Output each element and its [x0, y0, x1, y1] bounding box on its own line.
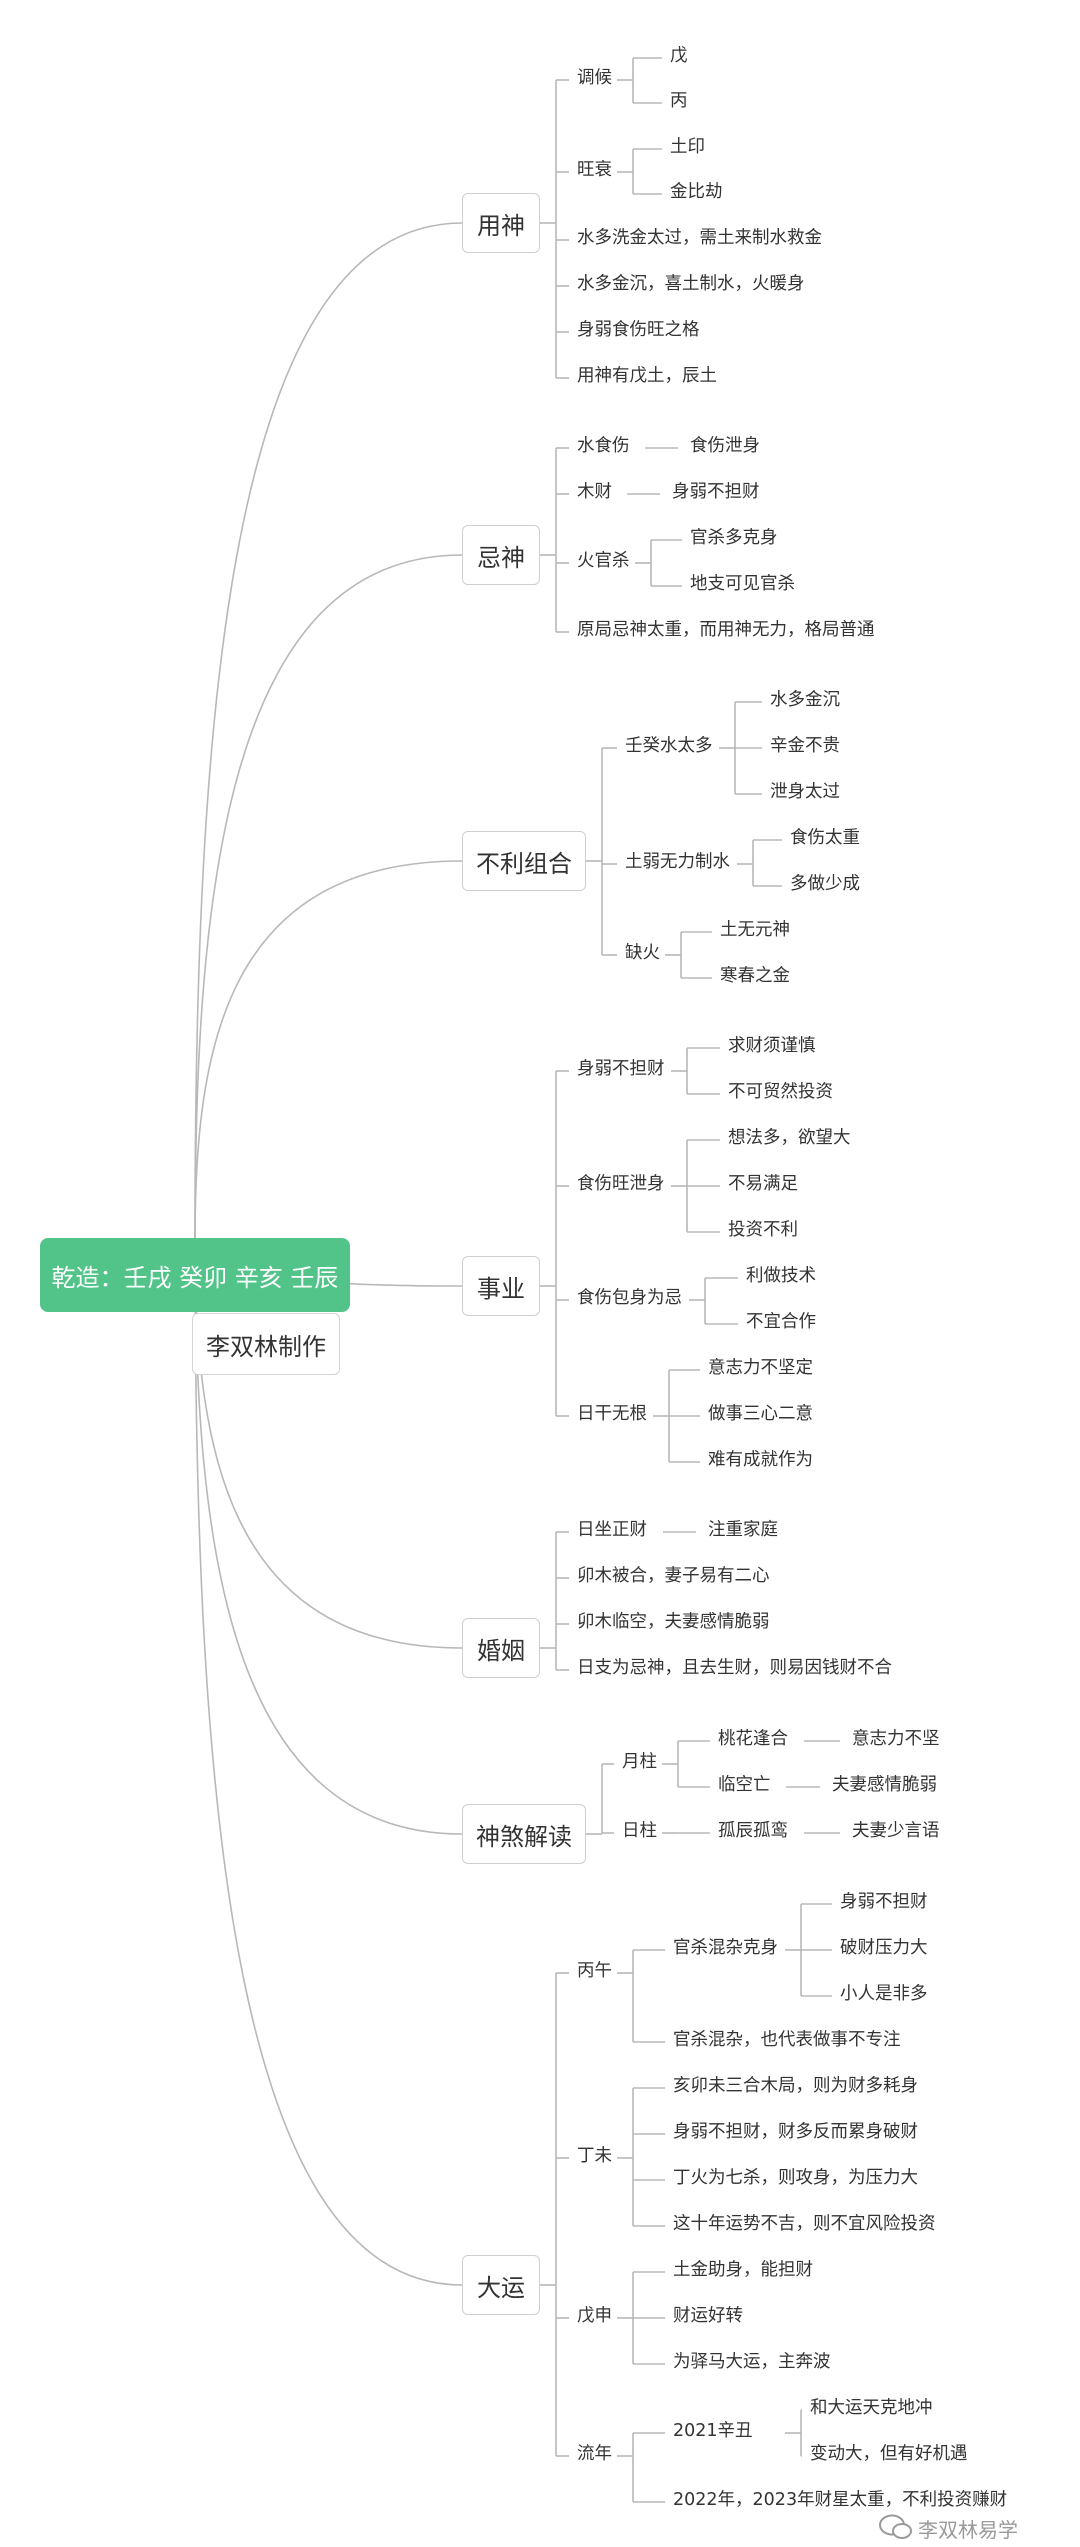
node-label[interactable]: 2021辛丑 — [673, 2421, 753, 2441]
node-label[interactable]: 金比劫 — [670, 182, 723, 202]
node-label[interactable]: 孤辰孤鸾 — [718, 1821, 788, 1841]
node-label[interactable]: 破财压力大 — [840, 1938, 928, 1958]
node-label[interactable]: 投资不利 — [728, 1220, 798, 1240]
node-label[interactable]: 做事三心二意 — [708, 1404, 813, 1424]
node-label[interactable]: 日支为忌神，且去生财，则易因钱财不合 — [577, 1658, 892, 1678]
connector-line — [194, 860, 463, 1241]
node-label[interactable]: 食伤泄身 — [690, 436, 760, 456]
node-label[interactable]: 戊申 — [577, 2306, 612, 2326]
node-label[interactable]: 身弱不担财 — [577, 1059, 665, 1079]
node-label[interactable]: 身弱不担财 — [672, 482, 760, 502]
node-label[interactable]: 意志力不坚定 — [708, 1358, 813, 1378]
node-label[interactable]: 想法多，欲望大 — [728, 1128, 851, 1148]
node-label[interactable]: 丁火为七杀，则攻身，为压力大 — [673, 2168, 918, 2188]
node-label[interactable]: 为驿马大运，主奔波 — [673, 2352, 831, 2372]
node-label[interactable]: 官杀多克身 — [690, 528, 778, 548]
node-label[interactable]: 卯木被合，妻子易有二心 — [577, 1566, 770, 1586]
node-label[interactable]: 泄身太过 — [770, 782, 840, 802]
node-label[interactable]: 壬癸水太多 — [625, 736, 713, 756]
node-label[interactable]: 不易满足 — [728, 1174, 798, 1194]
branch-hunyin[interactable]: 婚姻 — [462, 1618, 540, 1678]
branch-dayun[interactable]: 大运 — [462, 2255, 540, 2315]
node-label[interactable]: 日坐正财 — [577, 1520, 647, 1540]
node-label[interactable]: 利做技术 — [746, 1266, 816, 1286]
node-label[interactable]: 木财 — [577, 482, 612, 502]
node-label[interactable]: 丁未 — [577, 2146, 612, 2166]
node-label[interactable]: 水多洗金太过，需土来制水救金 — [577, 228, 822, 248]
node-label[interactable]: 丙午 — [577, 1961, 612, 1981]
node-label[interactable]: 夫妻感情脆弱 — [832, 1775, 937, 1795]
node-label[interactable]: 地支可见官杀 — [690, 574, 795, 594]
node-label[interactable]: 水多金沉 — [770, 690, 840, 710]
wechat-icon — [879, 2514, 912, 2539]
node-label[interactable]: 戊 — [670, 46, 688, 66]
node-label[interactable]: 月柱 — [622, 1752, 657, 1772]
node-label[interactable]: 缺火 — [625, 943, 660, 963]
node-label[interactable]: 难有成就作为 — [708, 1450, 813, 1470]
node-label[interactable]: 寒春之金 — [720, 966, 790, 986]
node-label[interactable]: 注重家庭 — [708, 1520, 778, 1540]
node-label[interactable]: 桃花逢合 — [718, 1729, 788, 1749]
node-label[interactable]: 调候 — [577, 68, 612, 88]
node-label[interactable]: 日柱 — [622, 1821, 657, 1841]
node-label[interactable]: 辛金不贵 — [770, 736, 840, 756]
node-label[interactable]: 临空亡 — [718, 1775, 771, 1795]
node-label[interactable]: 原局忌神太重，而用神无力，格局普通 — [577, 620, 875, 640]
node-label[interactable]: 官杀混杂克身 — [673, 1938, 778, 1958]
node-label[interactable]: 亥卯未三合木局，则为财多耗身 — [673, 2076, 918, 2096]
node-label[interactable]: 不宜合作 — [746, 1312, 816, 1332]
node-label[interactable]: 身弱不担财 — [840, 1892, 928, 1912]
branch-shenshajiedu[interactable]: 神煞解读 — [462, 1804, 586, 1864]
node-label[interactable]: 食伤包身为忌 — [577, 1288, 682, 1308]
node-label[interactable]: 这十年运势不吉，则不宜风险投资 — [673, 2214, 936, 2234]
node-label[interactable]: 财运好转 — [673, 2306, 743, 2326]
watermark-text: 李双林易学 — [918, 2518, 1018, 2542]
root-node[interactable]: 乾造：壬戌 癸卯 辛亥 壬辰 — [40, 1238, 350, 1312]
node-label[interactable]: 用神有戊土，辰土 — [577, 366, 717, 386]
branch-shiye[interactable]: 事业 — [462, 1256, 540, 1316]
node-label[interactable]: 官杀混杂，也代表做事不专注 — [673, 2030, 901, 2050]
node-label[interactable]: 土弱无力制水 — [625, 852, 730, 872]
node-label[interactable]: 日干无根 — [577, 1404, 647, 1424]
node-label[interactable]: 卯木临空，夫妻感情脆弱 — [577, 1612, 770, 1632]
connector-line — [194, 554, 463, 1241]
branch-jishen[interactable]: 忌神 — [462, 525, 540, 585]
node-label[interactable]: 土无元神 — [720, 920, 790, 940]
node-label[interactable]: 多做少成 — [790, 874, 860, 894]
node-label[interactable]: 水多金沉，喜土制水，火暖身 — [577, 274, 805, 294]
node-label[interactable]: 身弱不担财，财多反而累身破财 — [673, 2122, 918, 2142]
branch-bulizuhe[interactable]: 不利组合 — [462, 831, 586, 891]
node-label[interactable]: 流年 — [577, 2444, 612, 2464]
branch-yongshen[interactable]: 用神 — [462, 193, 540, 253]
node-label[interactable]: 和大运天克地冲 — [810, 2398, 933, 2418]
node-label[interactable]: 夫妻少言语 — [852, 1821, 940, 1841]
connector-line — [194, 222, 463, 1241]
node-label[interactable]: 丙 — [670, 91, 688, 111]
node-label[interactable]: 2022年，2023年财星太重，不利投资赚财 — [673, 2490, 1008, 2510]
node-label[interactable]: 身弱食伤旺之格 — [577, 320, 700, 340]
node-label[interactable]: 求财须谨慎 — [728, 1036, 816, 1056]
node-label[interactable]: 食伤太重 — [790, 828, 860, 848]
node-label[interactable]: 土金助身，能担财 — [673, 2260, 813, 2280]
node-label[interactable]: 土印 — [670, 137, 705, 157]
node-label[interactable]: 水食伤 — [577, 436, 630, 456]
connector-line — [194, 1239, 463, 2286]
node-label[interactable]: 火官杀 — [577, 551, 630, 571]
node-label[interactable]: 意志力不坚 — [852, 1729, 940, 1749]
node-label[interactable]: 小人是非多 — [840, 1984, 928, 2004]
node-label[interactable]: 食伤旺泄身 — [577, 1174, 665, 1194]
node-label[interactable]: 不可贸然投资 — [728, 1082, 833, 1102]
node-label[interactable]: 旺衰 — [577, 160, 612, 180]
node-label[interactable]: 变动大，但有好机遇 — [810, 2444, 968, 2464]
author-node[interactable]: 李双林制作 — [192, 1313, 340, 1375]
